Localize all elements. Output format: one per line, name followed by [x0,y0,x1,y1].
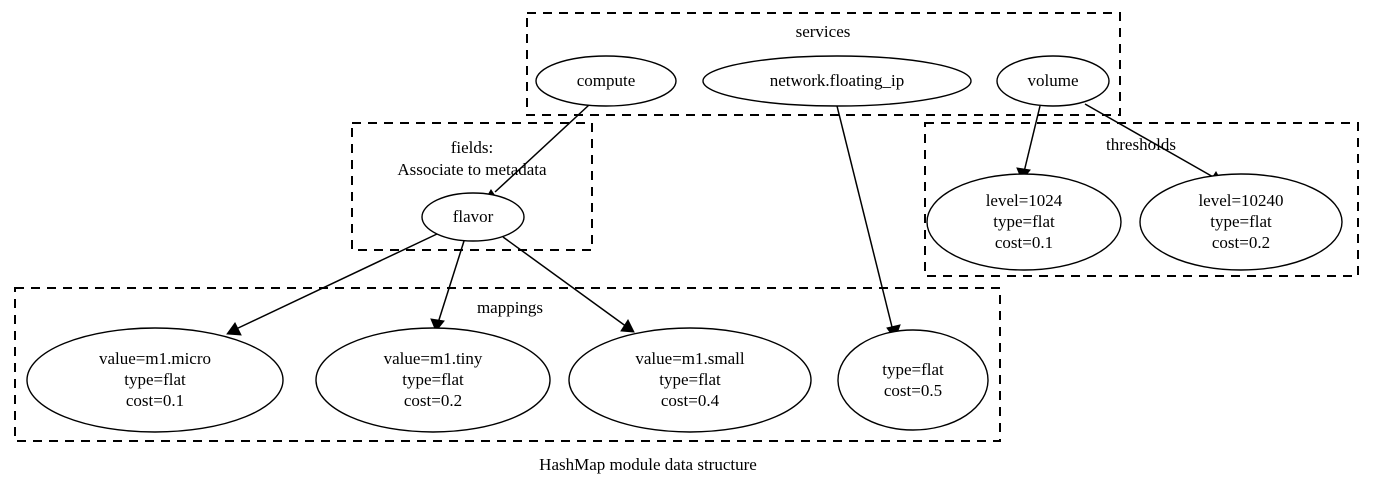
cluster-mappings: mappings [14,287,1001,442]
node-threshold-1024-line1: level=1024 [986,191,1063,210]
node-mapping-m1-small-line1: value=m1.small [635,349,744,368]
edge-compute-to-flavor [482,104,590,203]
edge-flavor-to-map-tiny-arrowhead [430,318,445,332]
cluster-fields-label-line1: fields: [451,138,494,157]
edge-flavor-to-map-micro [226,233,438,336]
node-compute-label: compute [577,71,636,90]
edge-network-to-map-plain-line [836,105,894,332]
node-threshold-10240-line2: type=flat [1210,212,1272,231]
node-mapping-m1-small-line2: type=flat [659,370,721,389]
node-volume-label: volume [1028,71,1079,90]
edge-volume-to-threshold-1024-line [1023,105,1041,173]
node-mapping-m1-micro-line2: type=flat [124,370,186,389]
cluster-thresholds-label: thresholds [1106,135,1176,154]
cluster-services-label: services [796,22,851,41]
node-mapping-plain-line1: type=flat [882,360,944,379]
node-mapping-plain[interactable]: type=flat cost=0.5 [837,329,989,431]
node-mapping-m1-micro-line1: value=m1.micro [99,349,211,368]
node-mapping-plain-shape[interactable] [837,329,989,431]
node-mapping-m1-tiny[interactable]: value=m1.tiny type=flat cost=0.2 [315,327,551,433]
graph-caption: HashMap module data structure [539,455,757,474]
node-mapping-m1-small-shape[interactable] [568,327,812,433]
edge-volume-to-threshold-1024 [1016,105,1041,181]
node-threshold-10240-line3: cost=0.2 [1212,233,1270,252]
node-threshold-10240-shape[interactable] [1139,173,1343,271]
cluster-thresholds: thresholds [924,122,1359,277]
node-mapping-m1-tiny-line2: type=flat [402,370,464,389]
node-compute-shape[interactable] [535,55,677,107]
edge-flavor-to-map-small-arrowhead [620,318,635,333]
cluster-mappings-label: mappings [477,298,543,317]
node-compute[interactable]: compute [535,55,677,107]
node-mapping-m1-small[interactable]: value=m1.small type=flat cost=0.4 [568,327,812,433]
node-flavor[interactable]: flavor [421,192,525,242]
node-threshold-1024-line3: cost=0.1 [995,233,1053,252]
edge-compute-to-flavor-line [494,104,590,193]
node-threshold-1024-shape[interactable] [926,173,1122,271]
node-mapping-m1-micro-line3: cost=0.1 [126,391,184,410]
node-mapping-m1-micro[interactable]: value=m1.micro type=flat cost=0.1 [26,327,284,433]
node-mapping-m1-tiny-shape[interactable] [315,327,551,433]
node-network-floating-ip-label: network.floating_ip [770,71,905,90]
cluster-services: services [526,12,1121,116]
cluster-fields-label-line2: Associate to metadata [397,160,547,179]
cluster-mappings-border [14,287,1001,442]
node-mapping-m1-small-line3: cost=0.4 [661,391,720,410]
edge-network-to-map-plain [836,105,901,341]
edge-flavor-to-map-tiny [430,240,465,332]
node-volume[interactable]: volume [996,55,1110,107]
cluster-thresholds-border [924,122,1359,277]
edge-flavor-to-map-tiny-line [437,240,465,324]
node-mapping-plain-line2: cost=0.5 [884,381,942,400]
edge-flavor-to-map-small-line [502,236,628,328]
node-threshold-1024-line2: type=flat [993,212,1055,231]
node-flavor-label: flavor [453,207,494,226]
node-mapping-m1-tiny-line1: value=m1.tiny [384,349,483,368]
edge-flavor-to-map-micro-arrowhead [226,322,242,336]
node-mapping-m1-tiny-line3: cost=0.2 [404,391,462,410]
node-network-floating-ip[interactable]: network.floating_ip [702,55,972,107]
edge-flavor-to-map-micro-line [233,233,438,331]
node-threshold-10240[interactable]: level=10240 type=flat cost=0.2 [1139,173,1343,271]
node-flavor-shape[interactable] [421,192,525,242]
node-mapping-m1-micro-shape[interactable] [26,327,284,433]
cluster-fields-border [351,122,593,251]
node-volume-shape[interactable] [996,55,1110,107]
edge-volume-to-threshold-10240-line [1084,103,1216,179]
edge-flavor-to-map-small [502,236,635,333]
node-network-floating-ip-shape[interactable] [702,55,972,107]
node-threshold-10240-line1: level=10240 [1198,191,1283,210]
node-threshold-1024[interactable]: level=1024 type=flat cost=0.1 [926,173,1122,271]
cluster-fields: fields: Associate to metadata [351,122,593,251]
cluster-services-border [526,12,1121,116]
